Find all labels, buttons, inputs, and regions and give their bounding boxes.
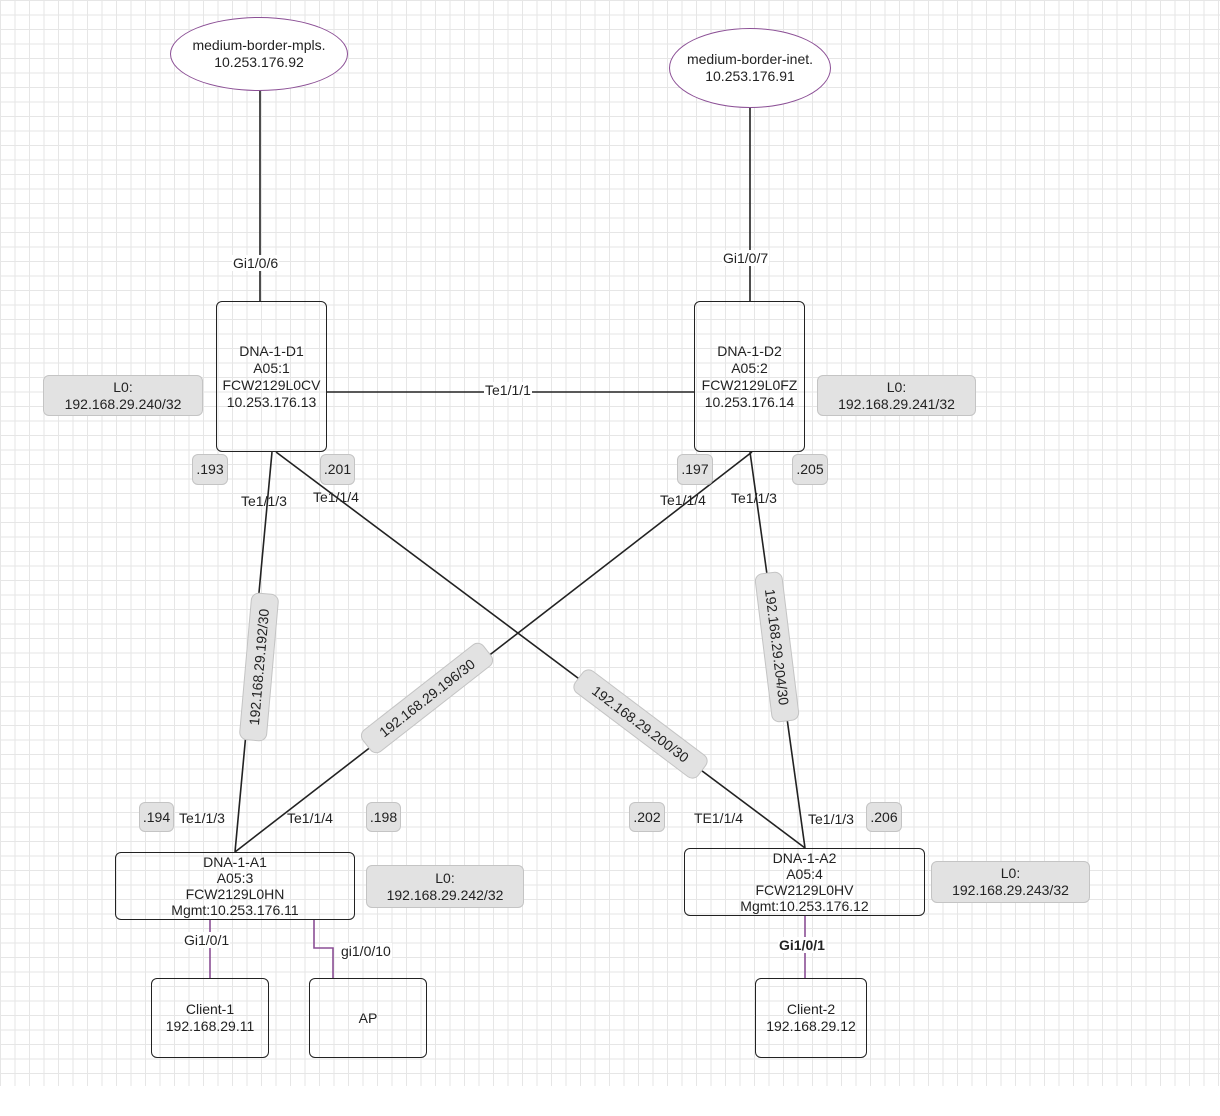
iface-label-d2-te113: Te1/1/3 [731, 490, 777, 506]
switch-a1-mgmt: Mgmt:10.253.176.11 [171, 902, 299, 918]
loopback-a1-label: L0: [435, 869, 455, 886]
octet-tag-d1-right: .201 [320, 454, 355, 485]
border-router-inet[interactable]: medium-border-inet. 10.253.176.91 [669, 28, 831, 108]
iface-label-d2-uplink: Gi1/0/7 [722, 250, 770, 266]
switch-d2-name: DNA-1-D2 [717, 342, 782, 359]
ap-name: AP [358, 1009, 378, 1026]
link-d2-a1 [234, 451, 753, 853]
switch-d2-ip: 10.253.176.14 [704, 393, 795, 410]
octet-tag-d2-right: .205 [792, 454, 828, 485]
client-1-ip: 192.168.29.11 [165, 1018, 255, 1034]
border-router-mpls[interactable]: medium-border-mpls. 10.253.176.92 [170, 17, 348, 91]
octet-tag-a2-left: .202 [629, 802, 665, 832]
switch-a2-slot: A05:4 [786, 866, 823, 882]
endpoint-client-1[interactable]: Client-1 192.168.29.11 [151, 978, 269, 1058]
octet-tag-a1-right: .198 [366, 802, 401, 832]
client-2-name: Client-2 [786, 1001, 836, 1017]
switch-a2-name: DNA-1-A2 [772, 850, 837, 866]
iface-label-a1-gi1010: gi1/0/10 [340, 943, 392, 959]
iface-label-d1-d2: Te1/1/1 [484, 382, 532, 398]
switch-d2-serial: FCW2129L0FZ [701, 376, 798, 393]
iface-label-a2-gi101: Gi1/0/1 [778, 937, 826, 953]
iface-label-a1-te114: Te1/1/4 [287, 810, 333, 826]
loopback-tag-d1: L0: 192.168.29.240/32 [43, 375, 203, 416]
octet-tag-a2-right: .206 [866, 802, 902, 832]
switch-a2-mgmt: Mgmt:10.253.176.12 [740, 898, 869, 914]
switch-a1-serial: FCW2129L0HN [185, 886, 285, 902]
switch-d1-ip: 10.253.176.13 [226, 393, 317, 410]
border-router-mpls-ip: 10.253.176.92 [214, 54, 304, 70]
loopback-tag-d2: L0: 192.168.29.241/32 [817, 375, 976, 416]
loopback-tag-a2: L0: 192.168.29.243/32 [931, 861, 1090, 903]
switch-d1-serial: FCW2129L0CV [222, 376, 321, 393]
loopback-a2-ip: 192.168.29.243/32 [952, 882, 1069, 898]
switch-d1-slot: A05:1 [253, 359, 290, 376]
loopback-d2-label: L0: [886, 378, 907, 395]
iface-label-a2-te113: Te1/1/3 [808, 811, 854, 827]
switch-a2-serial: FCW2129L0HV [755, 882, 854, 898]
border-router-inet-name: medium-border-inet. [686, 51, 814, 67]
link-d1-a2 [275, 451, 806, 849]
iface-label-d1-te113: Te1/1/3 [241, 493, 287, 509]
switch-d1-name: DNA-1-D1 [239, 342, 304, 359]
switch-dna-1-d1[interactable]: DNA-1-D1 A05:1 FCW2129L0CV 10.253.176.13 [216, 301, 327, 452]
endpoint-client-2[interactable]: Client-2 192.168.29.12 [755, 978, 867, 1058]
switch-d2-slot: A05:2 [731, 359, 768, 376]
iface-label-d1-te114: Te1/1/4 [313, 489, 359, 505]
switch-dna-1-a2[interactable]: DNA-1-A2 A05:4 FCW2129L0HV Mgmt:10.253.1… [684, 848, 925, 916]
client-2-ip: 192.168.29.12 [766, 1018, 856, 1034]
link-a1-ap [313, 920, 334, 978]
iface-label-a1-gi101: Gi1/0/1 [183, 932, 231, 948]
loopback-a2-label: L0: [1000, 865, 1021, 881]
loopback-tag-a1: L0: 192.168.29.242/32 [366, 865, 524, 908]
loopback-d2-ip: 192.168.29.241/32 [838, 395, 955, 412]
border-router-mpls-name: medium-border-mpls. [192, 37, 326, 53]
border-router-inet-ip: 10.253.176.91 [705, 68, 795, 84]
octet-tag-d2-left: .197 [677, 454, 713, 485]
switch-a1-name: DNA-1-A1 [203, 854, 267, 870]
switch-a1-slot: A05:3 [216, 870, 254, 886]
page-bottom-margin [0, 1086, 1220, 1116]
octet-tag-d1-left: .193 [192, 454, 228, 485]
endpoint-ap[interactable]: AP [309, 978, 427, 1058]
iface-label-d2-te114: Te1/1/4 [660, 492, 706, 508]
loopback-d1-label: L0: [113, 378, 133, 395]
client-1-name: Client-1 [185, 1001, 235, 1017]
octet-tag-a1-left: .194 [139, 802, 174, 832]
iface-label-a2-te114: TE1/1/4 [694, 810, 744, 826]
loopback-a1-ip: 192.168.29.242/32 [386, 886, 504, 903]
iface-label-a1-te113: Te1/1/3 [179, 810, 225, 826]
iface-label-d1-uplink: Gi1/0/6 [232, 255, 280, 271]
switch-dna-1-a1[interactable]: DNA-1-A1 A05:3 FCW2129L0HN Mgmt:10.253.1… [115, 852, 355, 920]
loopback-d1-ip: 192.168.29.240/32 [64, 395, 182, 412]
switch-dna-1-d2[interactable]: DNA-1-D2 A05:2 FCW2129L0FZ 10.253.176.14 [694, 301, 805, 452]
